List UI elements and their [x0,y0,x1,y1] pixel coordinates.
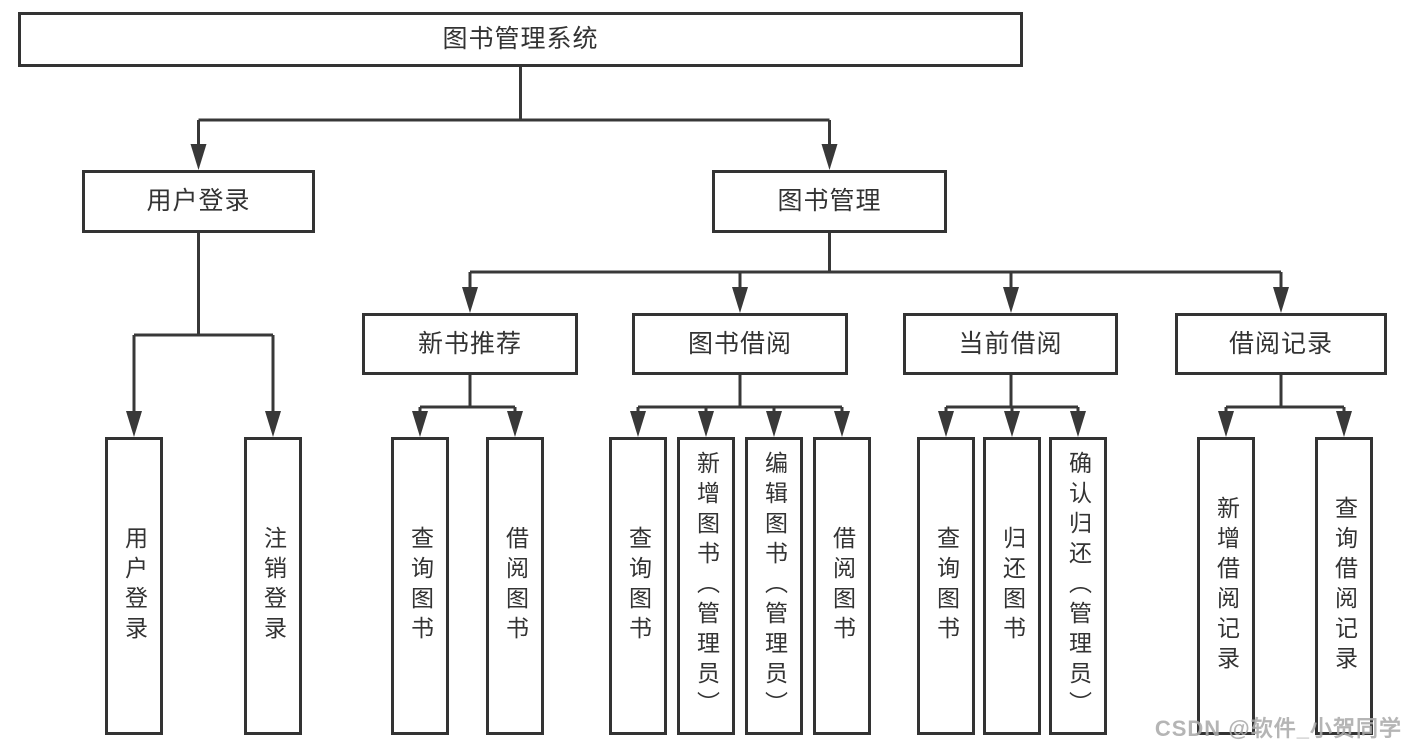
node-new-book-recommend-label: 新书推荐 [417,329,522,358]
leaf-add-borrow-record-label: 新增借阅记录 [1213,496,1240,676]
leaf-return-books: 归还图书 [983,437,1041,735]
leaf-add-borrow-record: 新增借阅记录 [1197,437,1255,735]
leaf-query-books-current-label: 查询图书 [933,526,960,646]
leaf-query-books-borrowing-label: 查询图书 [625,526,652,646]
node-book-management-label: 图书管理 [777,187,882,215]
leaf-borrow-books: 借阅图书 [813,437,871,735]
node-book-borrowing-label: 图书借阅 [687,329,792,358]
leaf-edit-books-admin-label: 编辑图书（管理员） [761,451,788,721]
leaf-user-login: 用户登录 [105,437,163,735]
leaf-return-books-label: 归还图书 [999,526,1026,646]
node-book-borrowing: 图书借阅 [632,313,848,375]
csdn-watermark: CSDN @软件_小贺同学 [1154,716,1402,741]
node-current-borrowing-label: 当前借阅 [958,329,1063,358]
node-user-login-label: 用户登录 [146,187,251,215]
leaf-edit-books-admin: 编辑图书（管理员） [745,437,803,735]
node-borrow-records: 借阅记录 [1175,313,1387,375]
node-library-system: 图书管理系统 [18,12,1023,67]
leaf-add-books-admin-label: 新增图书（管理员） [693,451,720,721]
leaf-query-books-borrowing: 查询图书 [609,437,667,735]
leaf-query-books-current: 查询图书 [917,437,975,735]
leaf-borrow-books-label: 借阅图书 [829,526,856,646]
leaf-borrow-books-recommend-label: 借阅图书 [502,526,529,646]
leaf-query-books-recommend: 查询图书 [391,437,449,735]
leaf-user-login-label: 用户登录 [121,526,148,646]
node-new-book-recommend: 新书推荐 [362,313,578,375]
node-borrow-records-label: 借阅记录 [1228,329,1333,358]
node-library-system-label: 图书管理系统 [442,25,599,53]
leaf-confirm-return-admin: 确认归还（管理员） [1049,437,1107,735]
leaf-confirm-return-admin-label: 确认归还（管理员） [1065,451,1092,721]
leaf-add-books-admin: 新增图书（管理员） [677,437,735,735]
leaf-query-books-recommend-label: 查询图书 [407,526,434,646]
leaf-query-borrow-record: 查询借阅记录 [1315,437,1373,735]
node-book-management: 图书管理 [712,170,947,233]
node-user-login: 用户登录 [82,170,315,233]
leaf-logout-label: 注销登录 [260,526,287,646]
leaf-logout: 注销登录 [244,437,302,735]
node-current-borrowing: 当前借阅 [903,313,1118,375]
leaf-borrow-books-recommend: 借阅图书 [486,437,544,735]
leaf-query-borrow-record-label: 查询借阅记录 [1331,496,1358,676]
